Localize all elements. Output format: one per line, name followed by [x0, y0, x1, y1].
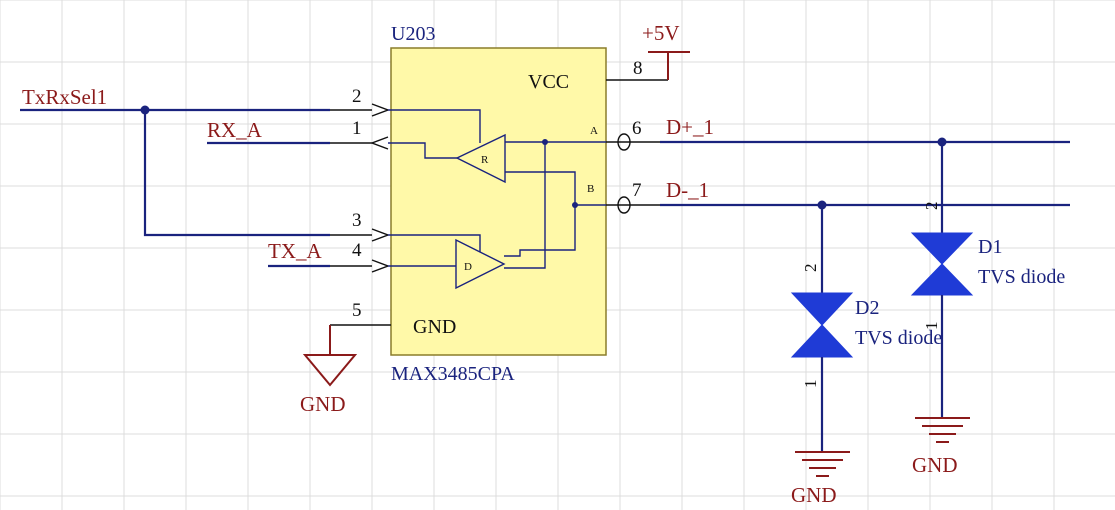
net-dminus-wire[interactable]: [660, 200, 1070, 210]
ground-symbol-d2[interactable]: [795, 451, 850, 477]
ic-pin-7[interactable]: [606, 196, 660, 214]
ic-vcc-label: VCC: [528, 71, 569, 93]
pin-number-8: 8: [633, 58, 643, 79]
pin-number-6: 6: [632, 118, 642, 139]
ic-pin-6[interactable]: [606, 133, 660, 151]
power-5v-symbol[interactable]: [648, 51, 690, 80]
net-txrxsel-wire[interactable]: [20, 105, 330, 237]
ground-label-ic: GND: [300, 392, 346, 416]
receiver-buffer: R: [455, 133, 506, 184]
tvs-diode-d1[interactable]: [910, 142, 974, 418]
pin-number-2: 2: [352, 86, 362, 107]
d1-ref-label: D1: [978, 236, 1002, 258]
net-label-dminus: D-_1: [666, 178, 709, 202]
ic-pin-a-label: A: [590, 125, 598, 137]
ground-label-d2: GND: [791, 483, 837, 507]
d2-pin-top: 2: [801, 264, 820, 273]
net-label-tx: TX_A: [268, 239, 322, 263]
pin-number-4: 4: [352, 240, 362, 261]
d1-pin-bottom: 1: [922, 322, 941, 331]
ic-pin-1[interactable]: [330, 136, 389, 150]
ground-label-d1: GND: [912, 453, 958, 477]
ground-symbol-ic[interactable]: [302, 325, 358, 387]
d1-type-label: TVS diode: [978, 266, 1065, 288]
ic-pin-b-label: B: [587, 183, 594, 195]
d1-pin-top: 2: [922, 202, 941, 211]
power-5v-label: +5V: [642, 21, 680, 45]
net-label-dplus: D+_1: [666, 115, 714, 139]
pin-number-5: 5: [352, 300, 362, 321]
receiver-label: R: [481, 154, 489, 166]
ic-part-label: MAX3485CPA: [391, 363, 515, 385]
d2-type-label: TVS diode: [855, 327, 942, 349]
pin-number-7: 7: [632, 180, 642, 201]
d2-pin-bottom: 1: [801, 380, 820, 389]
internal-wiring: [388, 109, 606, 269]
tvs-diode-d2[interactable]: [790, 205, 854, 452]
ic-gnd-label: GND: [413, 316, 456, 338]
pin-number-3: 3: [352, 210, 362, 231]
pin-number-1: 1: [352, 118, 362, 139]
ic-ref-label: U203: [391, 23, 435, 45]
ic-body[interactable]: [390, 47, 607, 356]
net-label-rx: RX_A: [207, 118, 263, 142]
net-label-txrxsel: TxRxSel1: [22, 85, 107, 109]
d2-ref-label: D2: [855, 297, 879, 319]
ground-symbol-d1[interactable]: [915, 417, 970, 443]
ic-pin-4[interactable]: [330, 259, 390, 273]
driver-label: D: [464, 261, 472, 273]
net-dplus-wire[interactable]: [660, 137, 1070, 147]
